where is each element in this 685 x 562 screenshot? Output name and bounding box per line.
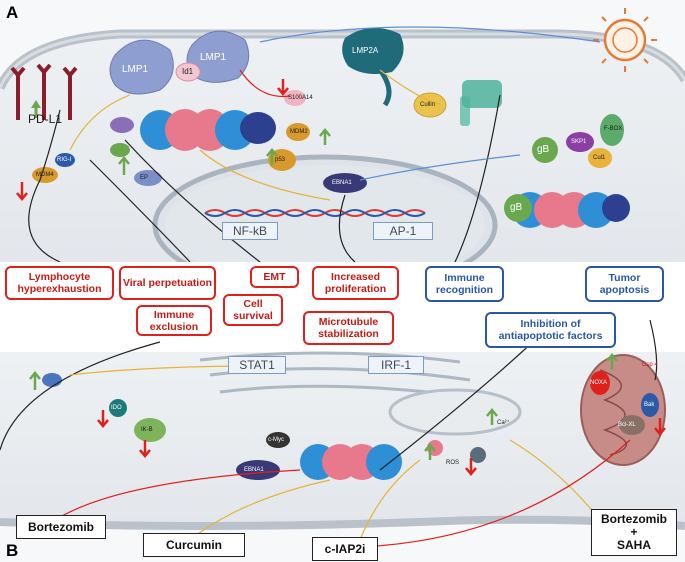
signal-lines-a: [28, 26, 601, 263]
noxa-protein: [590, 371, 610, 395]
cmyc-protein: [266, 432, 290, 448]
s100a14-protein: [284, 90, 306, 106]
signal-lines-b: [0, 319, 658, 548]
regulation-arrows: [16, 79, 666, 476]
bax-protein: [641, 393, 659, 417]
outcome-cell-survival: Cell survival: [223, 294, 283, 326]
ros-label: ROS: [446, 460, 460, 466]
gb-bottom-label: gB: [510, 202, 523, 213]
stat1-box: STAT1: [228, 356, 286, 374]
nfkb-box: NF-kB: [222, 222, 278, 240]
proteasome-a-top: [140, 109, 276, 151]
gb-bottom-protein: [504, 194, 532, 222]
outcome-microtubule-stabilization: Microtubule stabilization: [303, 311, 394, 345]
lmp1-left-label: LMP1: [122, 64, 149, 75]
fbox-label: F-BOX: [604, 126, 623, 132]
lmp2a-label: LMP2A: [352, 46, 379, 55]
cullin-label: Cullin: [420, 102, 436, 108]
treatment-bortezomib-saha: Bortezomib + SAHA: [591, 509, 677, 556]
cullin-complex: [413, 92, 447, 118]
csp4-label: Csp 4: [642, 362, 658, 368]
lmp1-left-protein: [109, 39, 174, 95]
panel-a-letter: A: [6, 3, 19, 22]
virus-particle: [593, 8, 657, 72]
lmp1-right-label: LMP1: [200, 52, 227, 63]
cell-cytoplasm-b: [0, 352, 685, 522]
rig1-label: RIG-I: [57, 157, 72, 163]
combo-line1: Bortezomib: [601, 512, 667, 526]
treatment-curcumin: Curcumin: [143, 533, 245, 557]
outcome-immune-recognition: Immune recognition: [425, 266, 504, 302]
combo-line2: SAHA: [616, 538, 651, 552]
ebna1-protein-b: [236, 460, 280, 480]
outcome-immune-exclusion: Immune exclusion: [136, 305, 212, 336]
s100a14-label: S100A14: [288, 95, 313, 101]
treatment-bortezomib: Bortezomib: [16, 515, 106, 539]
ido-protein: [109, 399, 127, 417]
outcome-increased-proliferation: Increased proliferation: [312, 266, 399, 300]
pd-l1-receptors: [10, 63, 78, 120]
irf1-box: IRF-1: [368, 356, 424, 374]
ido-label: IDO: [111, 405, 122, 411]
lmp1-right-protein: [175, 30, 250, 83]
dna-helix-a: [204, 209, 426, 217]
cmyc-label: c-Myc: [268, 437, 284, 443]
outcome-inhibition-antiapoptotic: Inhibition of antiapoptotic factors: [485, 312, 616, 348]
molecule-a-blue: [134, 170, 162, 186]
outcome-emt: EMT: [250, 266, 299, 288]
lmp2a-protein: [342, 27, 404, 107]
treatment-ciap2i: c-IAP2i: [312, 537, 378, 561]
noxa-label: NOXA: [590, 380, 608, 386]
molecule-b-blue: [42, 373, 62, 387]
microtubule-fibre: [460, 80, 502, 126]
mdm2-label: MDM2: [290, 129, 308, 135]
scf-complex: [566, 114, 624, 168]
ca-label: Ca²⁺: [497, 420, 510, 426]
skp1-label: SKP1: [571, 139, 587, 145]
ep-label: EP: [140, 175, 149, 181]
outcome-tumor-apoptosis: Tumor apoptosis: [585, 266, 664, 302]
molecule-a-purple: [110, 117, 134, 133]
proteasome-b: [300, 444, 402, 480]
ebna1-a-label: EBNA1: [332, 180, 352, 186]
bax-label: Bak: [644, 402, 655, 408]
outcome-lymphocyte-hyperexhaustion: Lymphocyte hyperexhaustion: [5, 266, 114, 300]
cul1-label: Cul1: [593, 155, 606, 161]
ikb-protein: [134, 418, 166, 442]
rig1-protein: [55, 153, 75, 167]
ion-channel: [470, 447, 486, 463]
mdm4-protein: [32, 167, 58, 183]
combo-plus: +: [630, 525, 638, 539]
ebna1-protein-a: [323, 173, 367, 193]
bclxl-protein: [619, 415, 645, 435]
mdm4-label: MDM4: [36, 172, 54, 178]
ikb-label: IK-B: [141, 427, 153, 433]
mdm2-protein: [286, 123, 310, 141]
ebna1-b-label: EBNA1: [244, 467, 264, 473]
ap1-box: AP-1: [373, 222, 433, 240]
id1-label: Id1: [182, 67, 194, 76]
panel-b-letter: B: [6, 541, 19, 560]
pd-l1-label: PD-L1: [28, 112, 63, 126]
outcome-viral-perpetuation: Viral perpetuation: [119, 266, 216, 300]
molecule-a-green: [110, 143, 130, 157]
proteasome-a-right: [512, 192, 630, 228]
bclxl-label: Bcl-XL: [618, 422, 636, 428]
p53-label: p53: [275, 157, 286, 163]
gb-top-protein: [532, 137, 558, 163]
gb-top-label: gB: [537, 144, 550, 155]
